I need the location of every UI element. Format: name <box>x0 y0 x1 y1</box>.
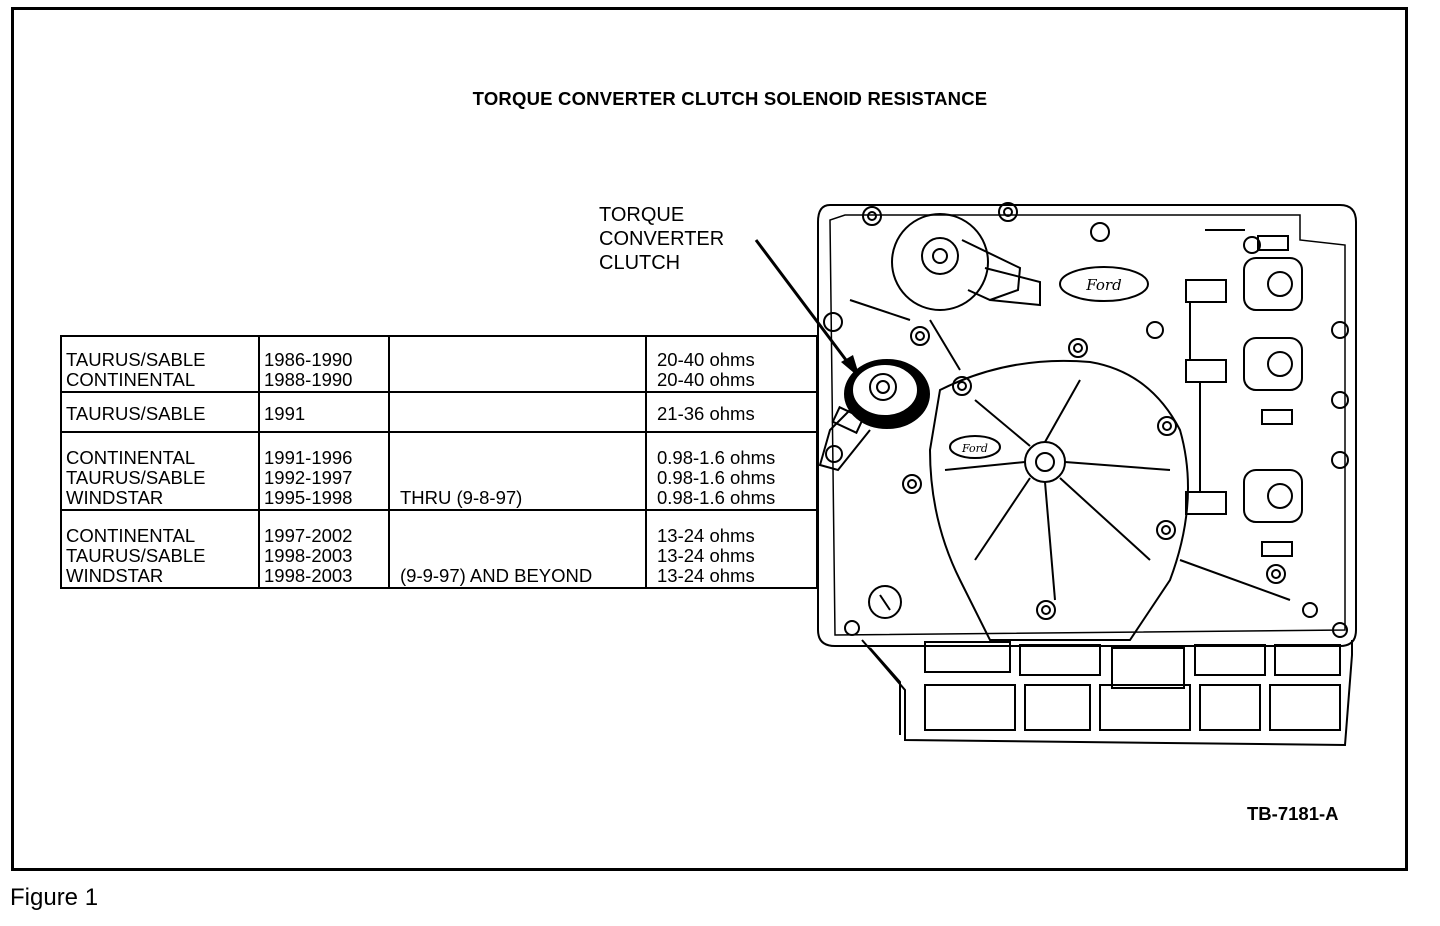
models-cell: CONTINENTAL TAURUS/SABLE WINDSTAR <box>60 431 260 511</box>
table-row: CONTINENTAL TAURUS/SABLE WINDSTAR 1991-1… <box>60 431 818 511</box>
right-solenoids <box>1185 235 1303 557</box>
callout-line: CONVERTER <box>599 228 725 250</box>
tcc-callout-label: TORQUE CONVERTER CLUTCH <box>599 203 724 275</box>
ford-logo-top: Ford <box>1059 266 1149 302</box>
pump-housing <box>928 359 1189 641</box>
lower-casing <box>861 639 1353 747</box>
ford-logo-center: Ford <box>949 435 1001 459</box>
note-cell: THRU (9-8-97) <box>388 431 647 511</box>
models-cell: TAURUS/SABLE CONTINENTAL <box>60 335 260 393</box>
resistance-table: TAURUS/SABLE CONTINENTAL 1986-1990 1988-… <box>60 335 818 589</box>
table-row: TAURUS/SABLE 1991 21-36 ohms <box>60 391 818 433</box>
figure-caption: Figure 1 <box>10 884 99 911</box>
table-row: TAURUS/SABLE CONTINENTAL 1986-1990 1988-… <box>60 335 818 393</box>
upper-solenoid <box>891 213 1041 311</box>
resistance-cell: 13-24 ohms 13-24 ohms 13-24 ohms <box>645 509 818 589</box>
svg-text:Ford: Ford <box>1085 276 1121 294</box>
years-cell: 1991-1996 1992-1997 1995-1998 <box>258 431 390 511</box>
models-cell: CONTINENTAL TAURUS/SABLE WINDSTAR <box>60 509 260 589</box>
models-cell: TAURUS/SABLE <box>60 391 260 433</box>
callout-arrow <box>754 239 860 378</box>
main-plate <box>817 204 1357 647</box>
resistance-cell: 0.98-1.6 ohms 0.98-1.6 ohms 0.98-1.6 ohm… <box>645 431 818 511</box>
note-cell <box>388 391 647 433</box>
callout-line: CLUTCH <box>599 252 681 274</box>
years-cell: 1997-2002 1998-2003 1998-2003 <box>258 509 390 589</box>
tcc-solenoid <box>818 359 930 472</box>
svg-text:Ford: Ford <box>961 442 988 455</box>
table-row: CONTINENTAL TAURUS/SABLE WINDSTAR 1997-2… <box>60 509 818 589</box>
figure-frame <box>11 7 1408 871</box>
resistance-cell: 20-40 ohms 20-40 ohms <box>645 335 818 393</box>
plate-details <box>849 229 1291 619</box>
reference-number: TB-7181-A <box>1247 803 1339 824</box>
bolt-holes <box>823 202 1349 638</box>
transmission-valve-body-illustration: Ford Ford <box>754 202 1357 747</box>
resistance-cell: 21-36 ohms <box>645 391 818 433</box>
note-cell: (9-9-97) AND BEYOND <box>388 509 647 589</box>
callout-line: TORQUE <box>599 204 685 226</box>
diagram-title: TORQUE CONVERTER CLUTCH SOLENOID RESISTA… <box>472 88 988 109</box>
note-cell <box>388 335 647 393</box>
years-cell: 1986-1990 1988-1990 <box>258 335 390 393</box>
years-cell: 1991 <box>258 391 390 433</box>
